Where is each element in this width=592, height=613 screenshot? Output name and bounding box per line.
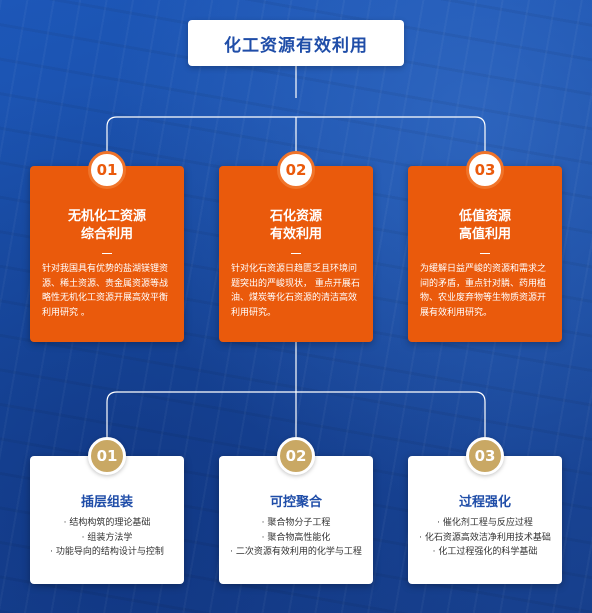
list-item: · 聚合物分子工程 (261, 518, 331, 528)
top-card-title: 低值资源 高值利用 (458, 209, 511, 242)
bottom-card-items: · 聚合物分子工程 · 聚合物高性能化 · 二次资源有效利用的化学与工程 (219, 516, 373, 560)
top-card-title: 无机化工资源 综合利用 (67, 209, 146, 242)
list-item: · 二次资源有效利用的化学与工程 (230, 547, 362, 557)
bottom-card-intercalation: 插层组装 · 结构构筑的理论基础 · 组装方法学 · 功能导向的结构设计与控制 (30, 456, 184, 584)
bottom-card-title: 可控聚合 (269, 495, 322, 510)
bottom-card-polymerization: 可控聚合 · 聚合物分子工程 · 聚合物高性能化 · 二次资源有效利用的化学与工… (219, 456, 373, 584)
divider (480, 253, 490, 254)
top-card-description: 针对我国具有优势的盐湖镁锂资源、稀土资源、贵金属资源等战略性无机化工资源开展高效… (42, 264, 169, 318)
list-item: · 结构构筑的理论基础 (63, 518, 151, 528)
list-item: · 功能导向的结构设计与控制 (50, 547, 164, 557)
number-badge: 03 (466, 151, 504, 189)
list-item: · 聚合物高性能化 (261, 532, 331, 543)
number-badge: 02 (277, 437, 315, 475)
list-item: · 组装方法学 (81, 532, 133, 543)
top-card-low-value: 低值资源 高值利用 为缓解日益严峻的资源和需求之间的矛盾，重点针对膦、药用植物、… (408, 166, 562, 342)
top-card-description: 针对化石资源日趋匮乏且环境问题突出的严峻现状， 重点开展石油、煤炭等化石资源的清… (231, 264, 360, 318)
bottom-card-items: · 催化剂工程与反应过程 · 化石资源高效洁净利用技术基础 · 化工过程强化的科… (408, 516, 562, 560)
divider (291, 253, 301, 254)
list-item: · 化工过程强化的科学基础 (432, 547, 538, 557)
bottom-card-title: 过程强化 (458, 495, 511, 510)
list-item: · 催化剂工程与反应过程 (437, 518, 533, 528)
list-item: · 化石资源高效洁净利用技术基础 (419, 532, 551, 543)
number-badge: 02 (277, 151, 315, 189)
top-card-petrochemical: 石化资源 有效利用 针对化石资源日趋匮乏且环境问题突出的严峻现状， 重点开展石油… (219, 166, 373, 342)
top-card-inorganic: 无机化工资源 综合利用 针对我国具有优势的盐湖镁锂资源、稀土资源、贵金属资源等战… (30, 166, 184, 342)
top-card-title: 石化资源 有效利用 (269, 209, 322, 242)
main-title: 化工资源有效利用 (188, 20, 404, 66)
number-badge: 01 (88, 151, 126, 189)
bottom-card-title: 插层组装 (80, 495, 133, 510)
bottom-card-items: · 结构构筑的理论基础 · 组装方法学 · 功能导向的结构设计与控制 (30, 516, 184, 560)
top-card-description: 为缓解日益严峻的资源和需求之间的矛盾，重点针对膦、药用植物、农业废弃物等生物质资… (420, 264, 547, 318)
number-badge: 03 (466, 437, 504, 475)
bottom-card-process-intensification: 过程强化 · 催化剂工程与反应过程 · 化石资源高效洁净利用技术基础 · 化工过… (408, 456, 562, 584)
divider (102, 253, 112, 254)
number-badge: 01 (88, 437, 126, 475)
